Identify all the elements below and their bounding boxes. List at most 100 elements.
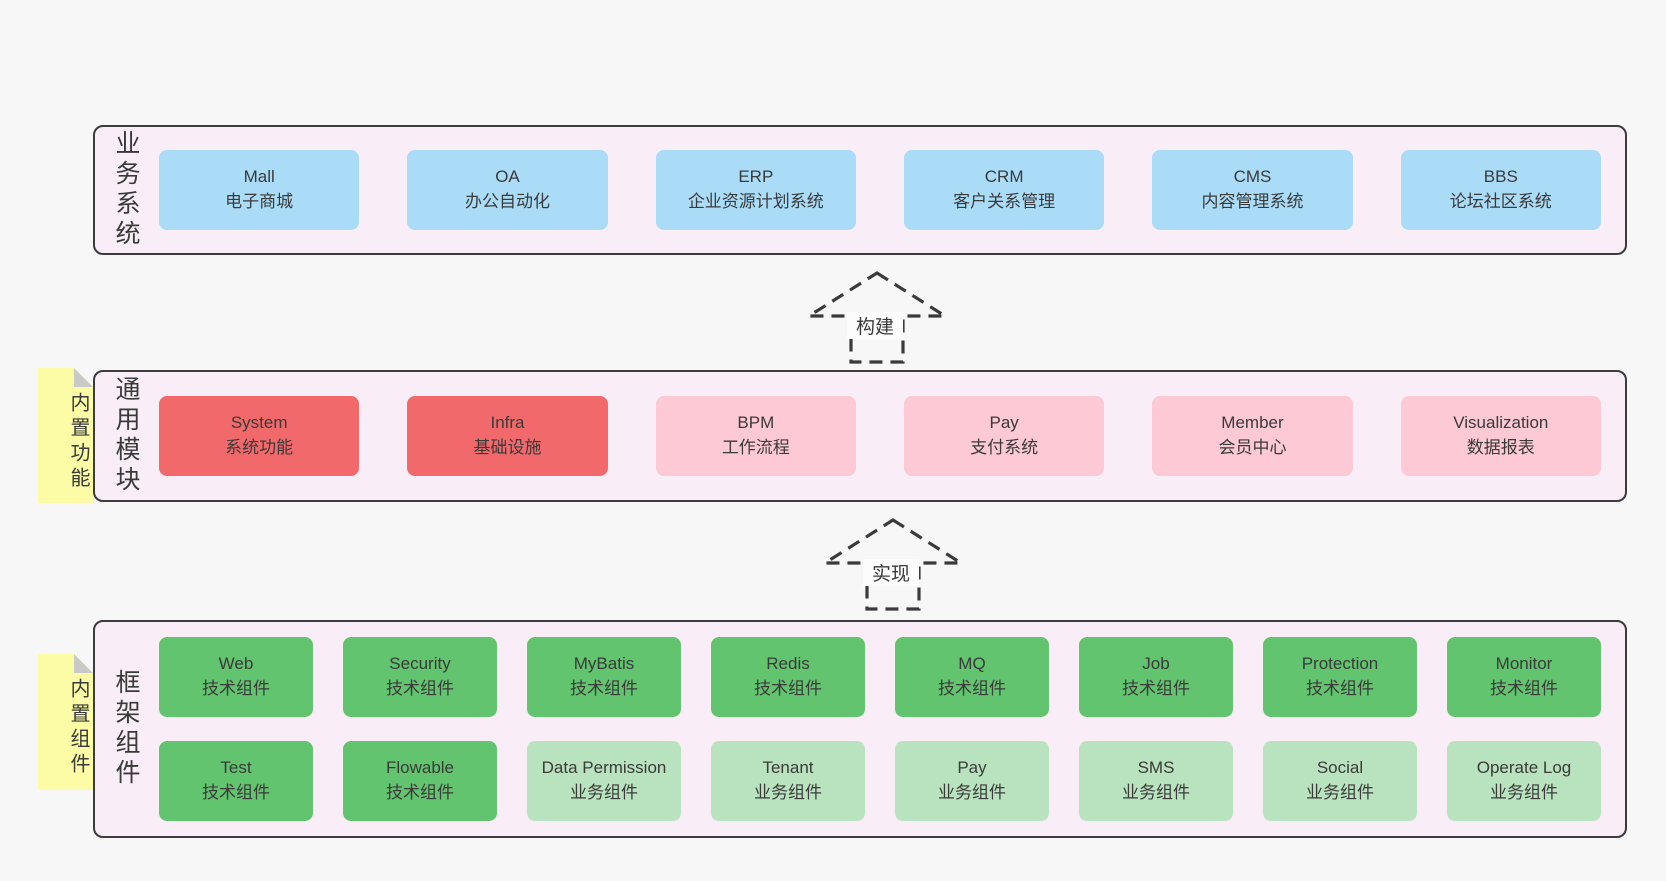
module-box-bpm: BPM 工作流程	[655, 396, 856, 476]
box-subtitle: 电子商城	[225, 192, 294, 211]
box-subtitle: 工作流程	[721, 438, 790, 457]
box-subtitle: 技术组件	[1306, 679, 1374, 698]
box-subtitle: 技术组件	[938, 679, 1006, 698]
system-box-erp: ERP 企业资源计划系统	[655, 150, 856, 230]
components-row-1: Web 技术组件 Security 技术组件 MyBatis 技术组件 Redi…	[159, 637, 1601, 717]
box-title: BBS	[1483, 167, 1518, 187]
box-subtitle: 技术组件	[570, 679, 638, 698]
box-title: Job	[1142, 654, 1170, 674]
box-subtitle: 业务组件	[1306, 783, 1374, 802]
system-box-crm: CRM 客户关系管理	[903, 150, 1105, 230]
box-title: Visualization	[1453, 413, 1549, 433]
box-title: Data Permission	[541, 758, 667, 778]
up-arrow-icon	[819, 518, 967, 611]
box-title: MQ	[958, 654, 986, 674]
component-box-protection: Protection 技术组件	[1263, 637, 1417, 717]
box-title: Protection	[1301, 654, 1379, 674]
component-box-data-permission: Data Permission 业务组件	[527, 741, 681, 821]
module-box-pay: Pay 支付系统	[903, 396, 1105, 476]
box-title: CMS	[1233, 167, 1272, 187]
box-title: Flowable	[385, 758, 455, 778]
system-box-bbs: BBS 论坛社区系统	[1400, 150, 1601, 230]
box-subtitle: 办公自动化	[464, 192, 550, 211]
framework-components-panel: 框架组件 Web 技术组件 Security 技术组件 MyBatis 技术组件…	[93, 620, 1627, 838]
module-box-infra: Infra 基础设施	[407, 396, 608, 476]
component-box-pay: Pay 业务组件	[895, 741, 1049, 821]
note-fold-icon	[74, 654, 93, 673]
box-subtitle: 客户关系管理	[953, 192, 1056, 211]
component-box-web: Web 技术组件	[159, 637, 313, 717]
box-subtitle: 支付系统	[970, 438, 1039, 457]
component-box-job: Job 技术组件	[1079, 637, 1233, 717]
component-box-test: Test 技术组件	[159, 741, 313, 821]
component-box-security: Security 技术组件	[343, 637, 497, 717]
box-title: Operate Log	[1476, 758, 1572, 778]
component-box-sms: SMS 业务组件	[1079, 741, 1233, 821]
framework-components-boxes: Web 技术组件 Security 技术组件 MyBatis 技术组件 Redi…	[151, 622, 1625, 836]
component-box-operate-log: Operate Log 业务组件	[1447, 741, 1601, 821]
common-modules-panel: 通用模块 System 系统功能 Infra 基础设施 BPM 工作流程 Pay…	[93, 370, 1627, 502]
business-systems-panel: 业务系统 Mall 电子商城 OA 办公自动化 ERP 企业资源计划系统 CRM…	[93, 125, 1627, 255]
box-title: Security	[389, 654, 451, 674]
system-box-cms: CMS 内容管理系统	[1152, 150, 1353, 230]
box-title: Web	[218, 654, 254, 674]
business-systems-label: 业务系统	[112, 130, 140, 250]
box-subtitle: 技术组件	[386, 679, 454, 698]
box-subtitle: 数据报表	[1466, 438, 1535, 457]
box-subtitle: 业务组件	[938, 783, 1006, 802]
box-subtitle: 业务组件	[1122, 783, 1190, 802]
component-box-mybatis: MyBatis 技术组件	[527, 637, 681, 717]
box-subtitle: 技术组件	[202, 783, 270, 802]
box-subtitle: 基础设施	[473, 438, 542, 457]
box-title: OA	[495, 167, 520, 187]
box-subtitle: 业务组件	[1490, 783, 1558, 802]
up-arrow-icon	[803, 271, 951, 364]
common-modules-boxes: System 系统功能 Infra 基础设施 BPM 工作流程 Pay 支付系统…	[151, 372, 1625, 500]
component-box-mq: MQ 技术组件	[895, 637, 1049, 717]
box-subtitle: 企业资源计划系统	[687, 192, 824, 211]
box-title: SMS	[1137, 758, 1175, 778]
box-subtitle: 技术组件	[1122, 679, 1190, 698]
box-subtitle: 技术组件	[202, 679, 270, 698]
note-text: 内置功能	[67, 392, 89, 492]
box-title: Monitor	[1495, 654, 1553, 674]
box-subtitle: 内容管理系统	[1201, 192, 1304, 211]
box-title: MyBatis	[573, 654, 635, 674]
box-title: Mall	[243, 167, 275, 187]
components-row-2: Test 技术组件 Flowable 技术组件 Data Permission …	[159, 741, 1601, 821]
up-arrow-build	[803, 269, 951, 365]
box-title: Redis	[766, 654, 810, 674]
sticky-note-builtin-features: 内置功能	[38, 368, 93, 503]
box-subtitle: 论坛社区系统	[1449, 192, 1552, 211]
arrow-label-implement: 实现	[863, 559, 919, 586]
box-subtitle: 系统功能	[225, 438, 294, 457]
box-subtitle: 业务组件	[754, 783, 822, 802]
component-box-monitor: Monitor 技术组件	[1447, 637, 1601, 717]
box-title: Test	[220, 758, 252, 778]
module-box-system: System 系统功能	[159, 396, 360, 476]
arrow-label-build: 构建	[847, 312, 903, 339]
box-title: Infra	[490, 413, 525, 433]
box-subtitle: 技术组件	[1490, 679, 1558, 698]
box-subtitle: 业务组件	[570, 783, 638, 802]
box-title: Pay	[957, 758, 987, 778]
box-title: Social	[1316, 758, 1364, 778]
box-subtitle: 技术组件	[754, 679, 822, 698]
box-title: ERP	[738, 167, 774, 187]
system-box-mall: Mall 电子商城	[159, 150, 360, 230]
box-title: CRM	[984, 167, 1024, 187]
box-title: BPM	[737, 413, 775, 433]
up-arrow-implement	[819, 516, 967, 612]
note-fold-icon	[74, 368, 93, 387]
framework-components-label: 框架组件	[112, 669, 140, 789]
box-title: Pay	[989, 413, 1019, 433]
common-modules-label: 通用模块	[112, 376, 140, 496]
box-subtitle: 会员中心	[1218, 438, 1287, 457]
note-text: 内置组件	[67, 678, 89, 778]
business-systems-boxes: Mall 电子商城 OA 办公自动化 ERP 企业资源计划系统 CRM 客户关系…	[151, 127, 1625, 253]
component-box-flowable: Flowable 技术组件	[343, 741, 497, 821]
module-box-visualization: Visualization 数据报表	[1400, 396, 1601, 476]
sticky-note-builtin-components: 内置组件	[38, 654, 93, 790]
component-box-redis: Redis 技术组件	[711, 637, 865, 717]
